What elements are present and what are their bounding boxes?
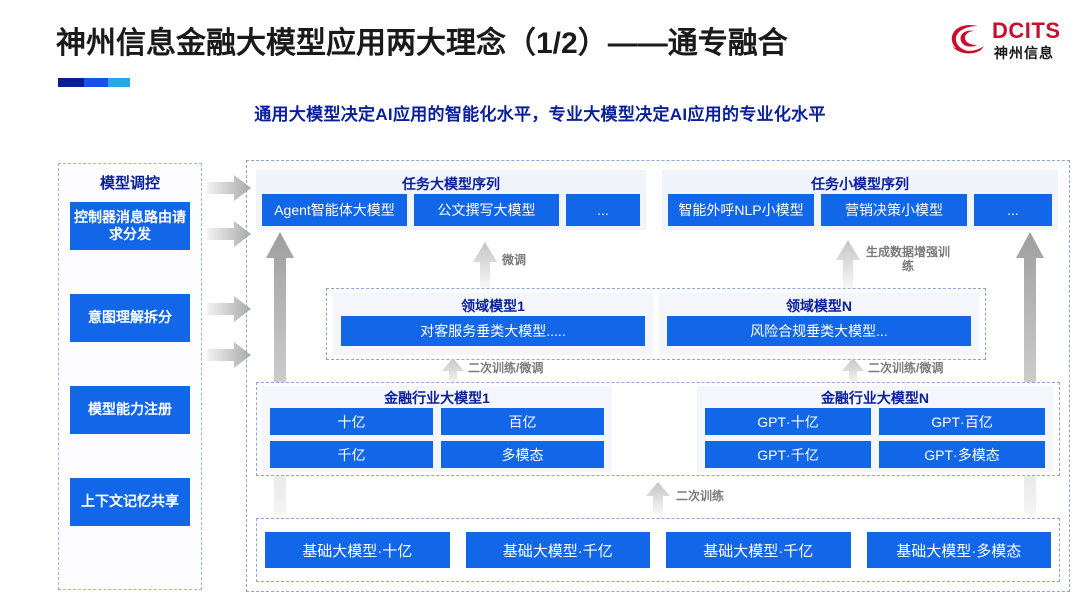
right-arrow-icon-3 <box>207 296 251 322</box>
chip-outbound-nlp-model[interactable]: 智能外呼NLP小模型 <box>668 194 814 226</box>
page-title: 神州信息金融大模型应用两大理念（1/2）——通专融合 <box>56 27 788 60</box>
task-large-model-sequence: 任务大模型序列 Agent智能体大模型 公文撰写大模型 ... <box>256 170 646 230</box>
chip-agent-model[interactable]: Agent智能体大模型 <box>262 194 407 226</box>
diagram-outer-frame <box>246 160 1070 592</box>
arrow-label-data-augmentation: 生成数据增强训练 <box>866 245 951 273</box>
up-arrow-icon-retrain-finetune-right <box>842 358 864 384</box>
domain-model-n: 领域模型N 风险合规垂类大模型... <box>659 293 979 355</box>
finance-cell-n-b[interactable]: GPT·百亿 <box>879 408 1045 435</box>
finance-cell-1-c[interactable]: 千亿 <box>270 441 433 468</box>
base-cell-1[interactable]: 基础大模型·十亿 <box>265 532 450 568</box>
control-item-intent[interactable]: 意图理解拆分 <box>70 294 190 342</box>
accent-segment-mid <box>84 78 108 87</box>
arrow-label-finetune: 微调 <box>502 253 527 267</box>
right-arrow-icon-2 <box>207 221 251 247</box>
page-subtitle: 通用大模型决定AI应用的智能化水平，专业大模型决定AI应用的专业化水平 <box>254 105 826 124</box>
up-arrow-icon-base-to-task-small <box>1016 232 1044 514</box>
finance-cell-1-b[interactable]: 百亿 <box>441 408 604 435</box>
accent-segment-light <box>108 78 130 87</box>
base-cell-2[interactable]: 基础大模型·千亿 <box>465 532 650 568</box>
accent-segment-dark <box>58 78 84 87</box>
finance-cell-1-d[interactable]: 多模态 <box>441 441 604 468</box>
task-large-model-title: 任务大模型序列 <box>402 176 500 192</box>
base-cell-3[interactable]: 基础大模型·千亿 <box>666 532 851 568</box>
domain-model-n-title: 领域模型N <box>785 298 853 314</box>
finance-cell-1-a[interactable]: 十亿 <box>270 408 433 435</box>
finance-model-1: 金融行业大模型1 十亿 百亿 千亿 多模态 <box>262 386 612 472</box>
chip-more-large[interactable]: ... <box>566 194 640 226</box>
finance-cell-n-a[interactable]: GPT·十亿 <box>705 408 871 435</box>
finance-model-n: 金融行业大模型N GPT·十亿 GPT·百亿 GPT·千亿 GPT·多模态 <box>697 386 1053 472</box>
finance-cell-n-d[interactable]: GPT·多模态 <box>879 441 1045 468</box>
arrow-label-retrain-finetune-left: 二次训练/微调 <box>468 361 544 375</box>
task-small-model-chips: 智能外呼NLP小模型 营销决策小模型 ... <box>668 194 1052 226</box>
chip-more-small[interactable]: ... <box>974 194 1052 226</box>
domain-model-n-chip[interactable]: 风险合规垂类大模型... <box>667 316 971 346</box>
base-model-band: 基础大模型·十亿 基础大模型·千亿 基础大模型·千亿 基础大模型·多模态 <box>256 518 1060 582</box>
base-model-cells: 基础大模型·十亿 基础大模型·千亿 基础大模型·千亿 基础大模型·多模态 <box>265 532 1051 568</box>
domain-model-1: 领域模型1 对客服务垂类大模型..... <box>333 293 653 355</box>
architecture-diagram: 任务大模型序列 Agent智能体大模型 公文撰写大模型 ... 任务小模型序列 … <box>246 160 1070 592</box>
model-control-title: 模型调控 <box>99 175 160 192</box>
base-cell-4[interactable]: 基础大模型·多模态 <box>866 532 1051 568</box>
up-arrow-icon-retrain <box>646 482 670 514</box>
chip-marketing-decision-model[interactable]: 营销决策小模型 <box>821 194 967 226</box>
up-arrow-icon-finetune <box>473 242 497 288</box>
domain-model-band: 领域模型1 对客服务垂类大模型..... 领域模型N 风险合规垂类大模型... <box>326 288 986 360</box>
up-arrow-icon-data-augmentation <box>836 240 860 288</box>
chip-doc-writing-model[interactable]: 公文撰写大模型 <box>414 194 559 226</box>
domain-model-1-chip[interactable]: 对客服务垂类大模型..... <box>341 316 645 346</box>
finance-model-n-title: 金融行业大模型N <box>820 390 930 406</box>
logo-wordmark-cn: 神州信息 <box>994 45 1054 61</box>
logo-wordmark-en: DCITS <box>992 18 1061 43</box>
dcits-logo: DCITS 神州信息 <box>948 16 1068 68</box>
control-item-registry[interactable]: 模型能力注册 <box>70 386 190 434</box>
page-header: 神州信息金融大模型应用两大理念（1/2）——通专融合 通用大模型决定AI应用的智… <box>0 0 1080 140</box>
finance-model-n-cells: GPT·十亿 GPT·百亿 GPT·千亿 GPT·多模态 <box>705 408 1045 468</box>
logo-swoosh-icon <box>951 24 984 54</box>
finance-model-1-cells: 十亿 百亿 千亿 多模态 <box>270 408 604 468</box>
up-arrow-icon-base-to-task-large <box>266 232 294 514</box>
right-arrow-icon-4 <box>207 342 251 368</box>
finance-cell-n-c[interactable]: GPT·千亿 <box>705 441 871 468</box>
title-accent-bar <box>58 78 130 87</box>
up-arrow-icon-retrain-finetune-left <box>442 358 464 384</box>
arrow-label-retrain-finetune-right: 二次训练/微调 <box>868 361 944 375</box>
domain-model-1-title: 领域模型1 <box>461 298 525 314</box>
control-item-router[interactable]: 控制器消息路由请求分发 <box>70 202 190 250</box>
right-arrow-icon-1 <box>207 175 251 201</box>
finance-model-1-title: 金融行业大模型1 <box>384 390 490 406</box>
task-small-model-sequence: 任务小模型序列 智能外呼NLP小模型 营销决策小模型 ... <box>662 170 1058 230</box>
task-small-model-title: 任务小模型序列 <box>811 176 909 192</box>
finance-model-band: 金融行业大模型1 十亿 百亿 千亿 多模态 金融行业大模型N GPT·十亿 GP… <box>256 382 1060 476</box>
arrow-label-retrain: 二次训练 <box>676 489 725 503</box>
task-large-model-chips: Agent智能体大模型 公文撰写大模型 ... <box>262 194 640 226</box>
model-control-panel: 模型调控 控制器消息路由请求分发 意图理解拆分 模型能力注册 上下文记忆共享 <box>58 163 202 590</box>
control-item-context[interactable]: 上下文记忆共享 <box>70 478 190 526</box>
